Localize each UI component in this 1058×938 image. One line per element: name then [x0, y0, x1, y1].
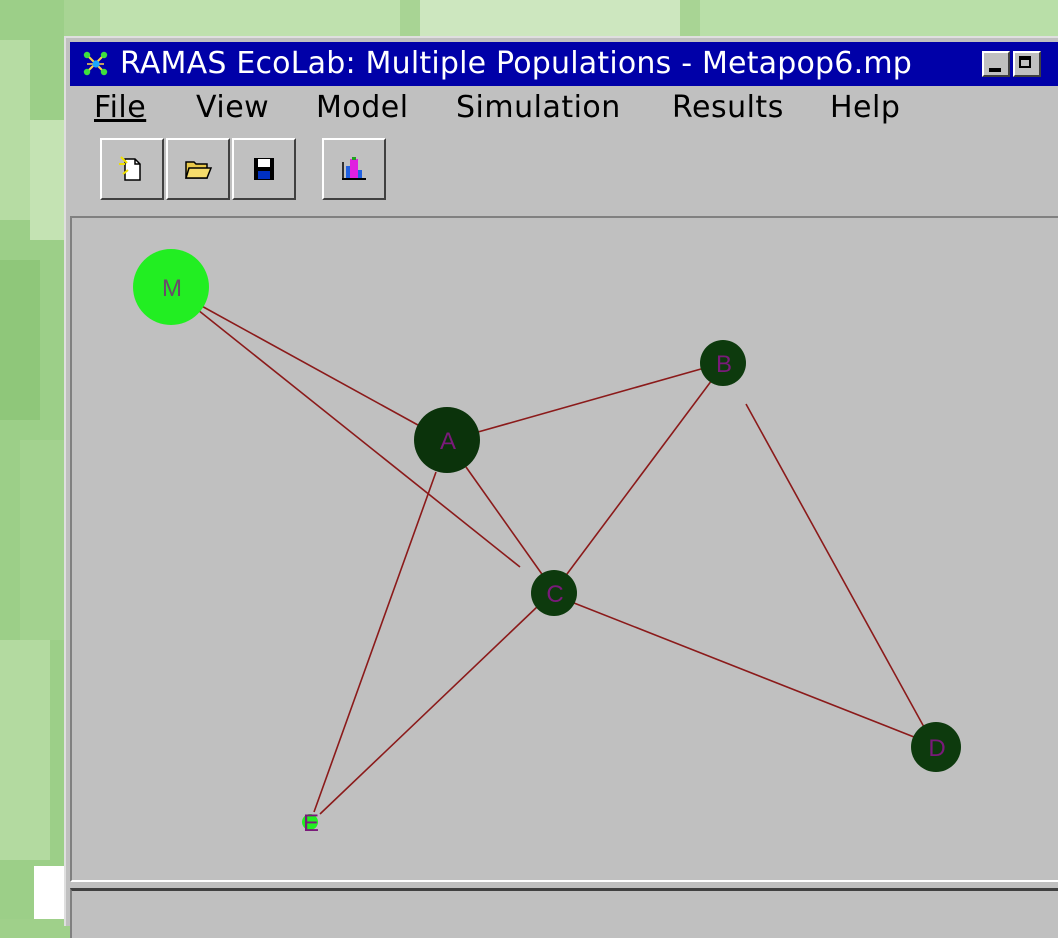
- menu-help[interactable]: Help: [830, 88, 900, 128]
- toolbar: [70, 134, 1058, 206]
- node-label-a: A: [440, 428, 456, 455]
- node-label-m: M: [162, 275, 182, 302]
- link-m-a: [197, 303, 428, 431]
- link-c-d: [573, 602, 915, 738]
- population-node-c[interactable]: C: [531, 570, 577, 616]
- population-node-a[interactable]: A: [414, 407, 480, 473]
- menu-results-label: Results: [672, 90, 784, 125]
- population-node-b[interactable]: B: [700, 340, 746, 386]
- status-bar: [70, 888, 1058, 938]
- open-button[interactable]: [166, 138, 230, 200]
- link-a-e: [313, 471, 437, 813]
- save-disk-icon: [254, 158, 274, 180]
- menu-file[interactable]: File: [94, 88, 146, 128]
- menu-model-label: Model: [316, 90, 409, 125]
- link-c-e: [319, 605, 539, 815]
- menu-view[interactable]: View: [196, 88, 269, 128]
- menu-results[interactable]: Results: [672, 88, 784, 128]
- menu-model[interactable]: Model: [316, 88, 409, 128]
- link-a-c: [465, 466, 545, 578]
- app-network-icon: [82, 50, 110, 78]
- menu-help-label: Help: [830, 90, 901, 125]
- minimize-button[interactable]: [982, 51, 1010, 77]
- maximize-button[interactable]: [1013, 51, 1041, 77]
- save-button[interactable]: [232, 138, 296, 200]
- menu-simulation[interactable]: Simulation: [456, 88, 621, 128]
- population-node-e[interactable]: E: [302, 810, 319, 837]
- new-file-icon: [119, 156, 141, 181]
- window-title: RAMAS EcoLab: Multiple Populations - Met…: [120, 46, 912, 81]
- node-label-d: D: [928, 735, 945, 762]
- link-a-b: [477, 366, 709, 433]
- link-m-c: [197, 309, 521, 568]
- run-simulation-icon: [342, 157, 366, 180]
- menu-bar: File View Model Simulation Results Help: [70, 88, 1058, 128]
- metapopulation-map[interactable]: M A B C D: [70, 216, 1058, 882]
- link-b-d: [745, 403, 925, 728]
- menu-view-label: View: [196, 90, 270, 125]
- new-file-button[interactable]: [100, 138, 164, 200]
- run-simulation-button[interactable]: [322, 138, 386, 200]
- title-bar[interactable]: RAMAS EcoLab: Multiple Populations - Met…: [70, 42, 1058, 86]
- app-window: RAMAS EcoLab: Multiple Populations - Met…: [64, 36, 1058, 938]
- population-node-m[interactable]: M: [133, 249, 209, 325]
- node-label-e: E: [303, 810, 319, 837]
- link-b-c: [563, 379, 713, 579]
- node-label-b: B: [716, 351, 732, 378]
- population-network: M A B C D: [133, 249, 961, 837]
- menu-file-label: File: [94, 90, 147, 125]
- open-folder-icon: [184, 161, 213, 179]
- node-label-c: C: [546, 581, 563, 608]
- population-node-d[interactable]: D: [911, 722, 961, 772]
- menu-simulation-label: Simulation: [456, 90, 621, 125]
- desktop-white-patch: [34, 866, 64, 919]
